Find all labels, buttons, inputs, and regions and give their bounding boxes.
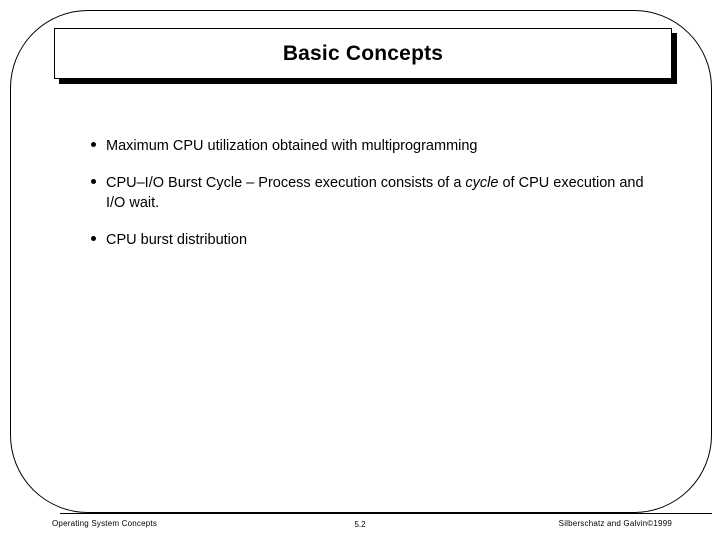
bullet-list: Maximum CPU utilization obtained with mu… bbox=[86, 136, 646, 250]
list-item-text: CPU–I/O Burst Cycle – Process execution … bbox=[106, 175, 644, 211]
footer-copyright: Silberschatz and Galvin©1999 bbox=[558, 519, 672, 528]
list-item-text-emphasis: cycle bbox=[465, 175, 499, 191]
title-banner: Basic Concepts bbox=[54, 28, 672, 79]
list-item-text: Maximum CPU utilization obtained with mu… bbox=[106, 138, 478, 154]
footer-page-number: 5.2 bbox=[354, 520, 366, 529]
list-item-text-tail: of CPU execution and I/O wait. bbox=[106, 175, 644, 211]
page-title: Basic Concepts bbox=[282, 42, 444, 65]
list-item-text-lead: Maximum CPU utilization obtained with mu… bbox=[106, 138, 478, 154]
list-item: Maximum CPU utilization obtained with mu… bbox=[86, 136, 646, 156]
bullet-dot-icon bbox=[91, 179, 96, 184]
bullet-dot-icon bbox=[91, 142, 96, 147]
footer-book-title: Operating System Concepts bbox=[52, 519, 158, 528]
slide-footer: Operating System Concepts 5.2 Silberscha… bbox=[0, 517, 720, 537]
list-item: CPU–I/O Burst Cycle – Process execution … bbox=[86, 173, 646, 213]
list-item: CPU burst distribution bbox=[86, 230, 646, 250]
list-item-text: CPU burst distribution bbox=[106, 232, 247, 248]
list-item-text-lead: CPU burst distribution bbox=[106, 232, 248, 248]
slide-decorative-frame bbox=[10, 10, 712, 513]
footer-divider-rule bbox=[60, 513, 712, 514]
bullet-dot-icon bbox=[91, 236, 96, 241]
list-item-text-lead: CPU–I/O Burst Cycle – Process execution … bbox=[106, 175, 466, 191]
